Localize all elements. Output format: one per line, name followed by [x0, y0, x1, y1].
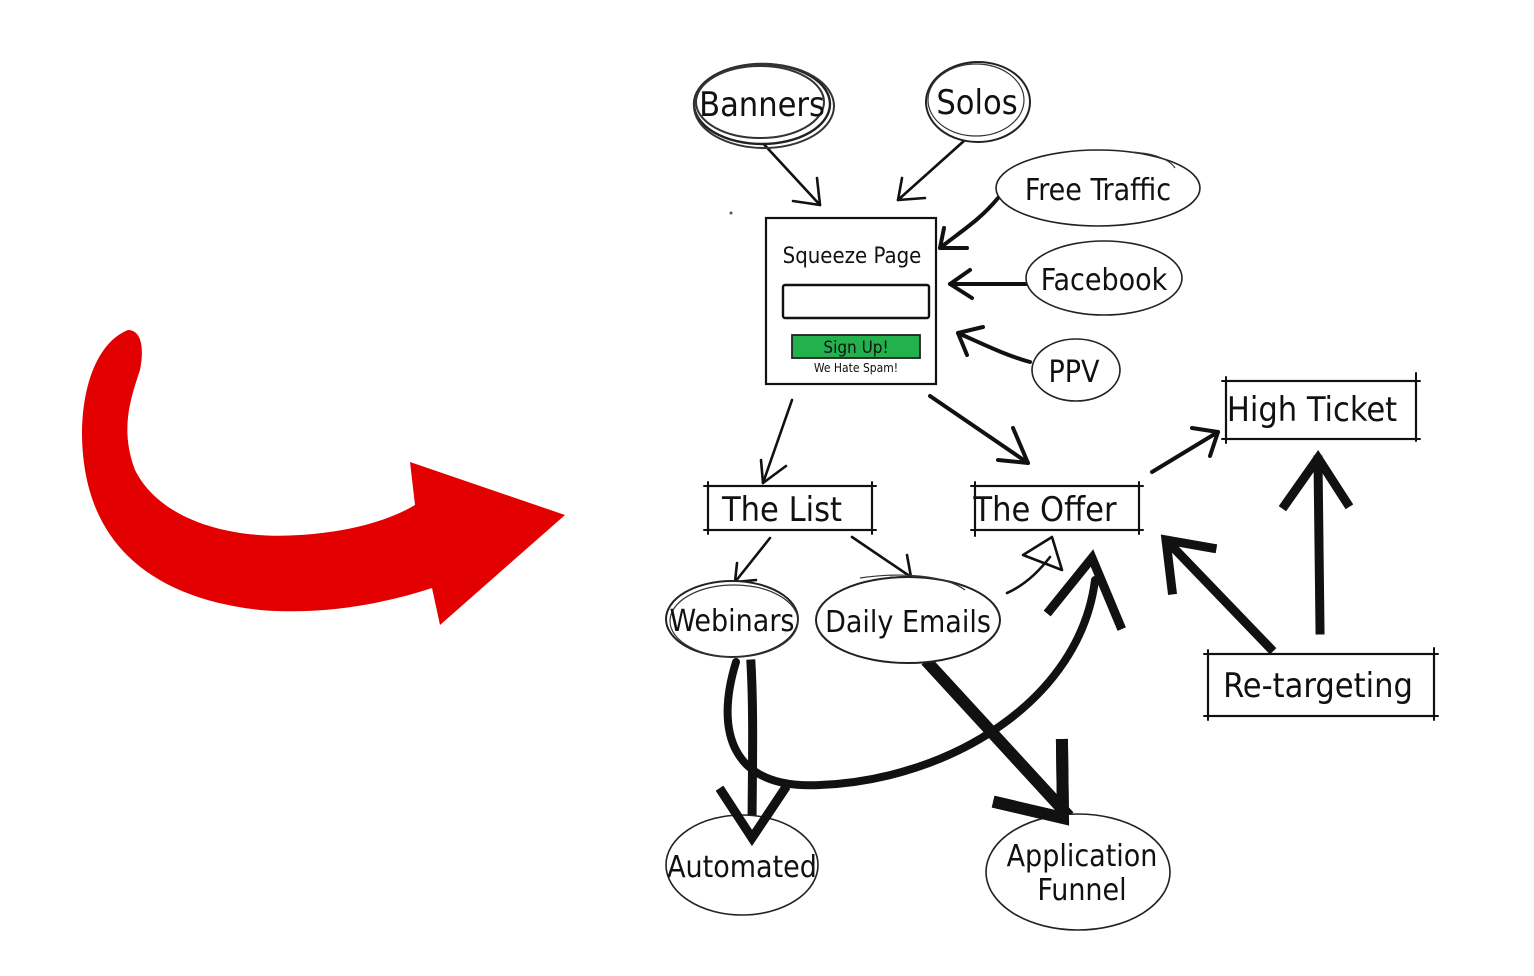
node-label: Free Traffic [1025, 173, 1171, 208]
node-the-offer: The Offer [970, 481, 1144, 537]
edge-list-to-webinars [733, 536, 772, 584]
node-label: The List [721, 490, 842, 530]
red-pointer-arrow-icon [81, 330, 566, 625]
edge-offer-to-high-ticket [1150, 426, 1220, 474]
edge-free-traffic-to-squeeze [938, 196, 1000, 250]
squeeze-page-title: Squeeze Page [783, 244, 922, 269]
node-the-list: The List [703, 481, 877, 535]
node-squeeze-page: Squeeze Page Sign Up! We Hate Spam! [764, 216, 938, 386]
edge-daily-emails-to-offer [1005, 535, 1064, 595]
edge-facebook-to-squeeze [948, 268, 1030, 300]
edge-squeeze-to-offer [928, 394, 1030, 465]
node-free-traffic: Free Traffic [995, 149, 1201, 227]
node-label: Re-targeting [1223, 666, 1413, 706]
node-high-ticket: High Ticket [1221, 372, 1421, 444]
app-funnel-arrowhead-icon [991, 738, 1070, 826]
node-label: The Offer [972, 490, 1117, 530]
edge-banners-to-squeeze [758, 138, 822, 207]
node-label-line2: Funnel [1037, 873, 1126, 908]
node-re-targeting: Re-targeting [1203, 647, 1439, 721]
edge-solos-to-squeeze [896, 138, 967, 202]
node-label: High Ticket [1227, 390, 1397, 430]
node-application-funnel: Application Funnel [985, 813, 1171, 931]
sign-up-label: Sign Up! [823, 338, 888, 358]
edge-ppv-to-squeeze [956, 325, 1032, 364]
node-daily-emails: Daily Emails [815, 574, 1001, 664]
automated-arrowhead-icon [715, 783, 791, 847]
edge-retargeting-to-high-ticket [1278, 449, 1354, 635]
email-input[interactable] [781, 283, 931, 320]
edge-retargeting-to-offer [1160, 534, 1277, 655]
node-solos: Solos [925, 61, 1031, 143]
node-label: PPV [1048, 355, 1100, 390]
node-label: Automated [667, 850, 817, 885]
sign-up-button[interactable] [791, 334, 921, 359]
node-ppv: PPV [1031, 338, 1121, 402]
node-label: Webinars [670, 604, 795, 639]
node-webinars: Webinars [665, 580, 799, 658]
node-facebook: Facebook [1025, 240, 1183, 316]
node-label: Daily Emails [825, 605, 991, 640]
node-banners: Banners [692, 62, 835, 149]
node-label: Facebook [1041, 263, 1168, 298]
node-label: Solos [936, 83, 1017, 123]
node-label-line1: Application [1007, 839, 1158, 874]
spam-note: We Hate Spam! [814, 361, 898, 375]
node-label: Banners [699, 85, 825, 125]
node-automated: Automated [665, 814, 819, 916]
edge-squeeze-to-list [759, 398, 794, 485]
stray-dot [729, 211, 733, 215]
edge-webinars-to-offer [723, 549, 1126, 790]
edge-list-to-daily-emails [850, 535, 913, 580]
